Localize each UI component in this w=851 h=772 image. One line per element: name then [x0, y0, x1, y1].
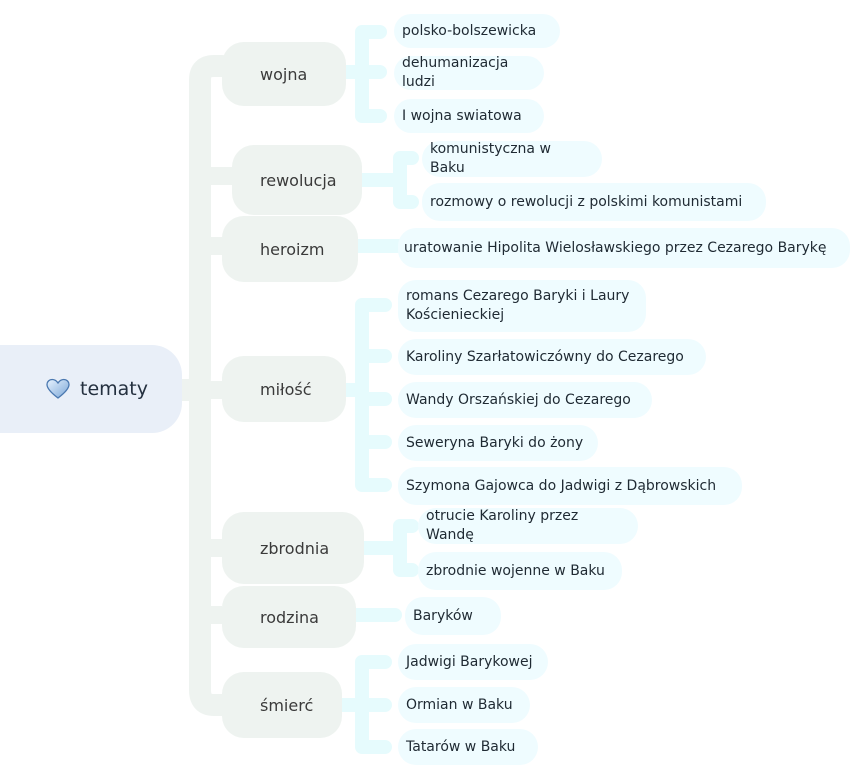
wojna-leaf-connector	[338, 25, 387, 123]
leaf-item[interactable]: I wojna swiatowa	[394, 99, 544, 133]
leaf-item[interactable]: dehumanizacja ludzi	[394, 55, 544, 90]
topic-milosc[interactable]: miłość	[222, 356, 346, 422]
topic-label: śmierć	[260, 695, 314, 715]
topic-label: rodzina	[260, 607, 319, 627]
smierc-leaf-connector	[333, 655, 392, 754]
rewolucja-leaf-connector	[353, 151, 419, 209]
topic-rewolucja[interactable]: rewolucja	[232, 145, 362, 215]
topic-label: miłość	[260, 379, 312, 399]
topic-smierc[interactable]: śmierć	[222, 672, 342, 738]
heart-icon	[46, 378, 70, 399]
leaf-item[interactable]: komunistyczna w Baku	[422, 141, 602, 177]
leaf-item[interactable]: otrucie Karoliny przez Wandę	[418, 508, 638, 544]
topic-label: rewolucja	[260, 170, 337, 190]
leaf-item[interactable]: Tatarów w Baku	[398, 729, 538, 765]
leaf-item[interactable]: zbrodnie wojenne w Baku	[418, 552, 622, 590]
leaf-item[interactable]: romans Cezarego Baryki i Laury Kościenie…	[398, 280, 646, 332]
leaf-item[interactable]: polsko-bolszewicka	[394, 14, 560, 48]
zbrodnia-leaf-connector	[353, 519, 419, 577]
topic-heroizm[interactable]: heroizm	[222, 216, 358, 282]
leaf-item[interactable]: Seweryna Baryki do żony	[398, 425, 598, 461]
root-label: tematy	[80, 378, 148, 400]
topic-label: zbrodnia	[260, 538, 330, 558]
leaf-item[interactable]: Szymona Gajowca do Jadwigi z Dąbrowskich	[398, 467, 742, 505]
topic-label: wojna	[260, 64, 308, 84]
topic-zbrodnia[interactable]: zbrodnia	[222, 512, 364, 584]
topic-label: heroizm	[260, 239, 325, 259]
topic-wojna[interactable]: wojna	[222, 42, 346, 106]
leaf-item[interactable]: Baryków	[405, 597, 501, 635]
leaf-item[interactable]: uratowanie Hipolita Wielosławskiego prze…	[398, 228, 850, 268]
milosc-leaf-connector	[338, 298, 392, 492]
leaf-item[interactable]: Karoliny Szarłatowiczówny do Cezarego	[398, 339, 706, 375]
leaf-item[interactable]: Wandy Orszańskiej do Cezarego	[398, 382, 652, 418]
leaf-item[interactable]: Jadwigi Barykowej	[398, 644, 548, 680]
leaf-item[interactable]: rozmowy o rewolucji z polskimi komunista…	[422, 183, 766, 221]
leaf-item[interactable]: Ormian w Baku	[398, 687, 530, 723]
root-node[interactable]: tematy	[0, 345, 182, 433]
topic-rodzina[interactable]: rodzina	[222, 586, 356, 648]
main-trunk-connector	[171, 55, 233, 716]
